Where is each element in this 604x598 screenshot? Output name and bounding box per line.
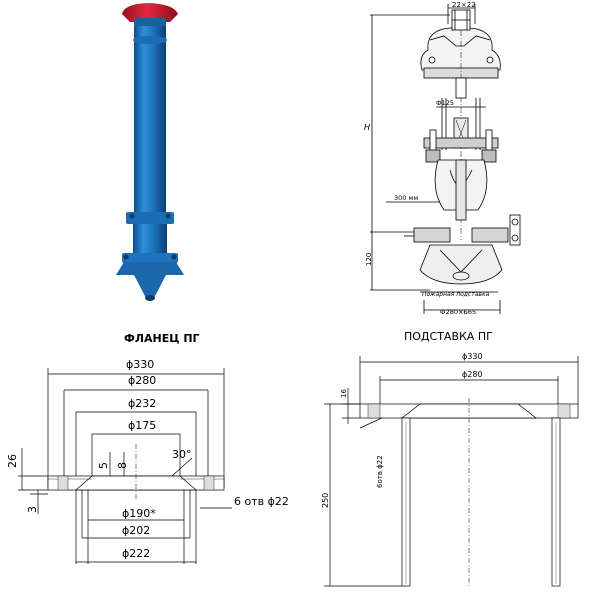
hydrant-section-drawing: 22×22 H 120 Ф125 300 мм Пожарная подстав…	[364, 1, 521, 316]
dim-bore: Ф125	[436, 99, 454, 107]
stand-title: ПОДСТАВКА ПГ	[404, 330, 493, 343]
dim-base-diam: Ф280×Б65	[440, 308, 476, 316]
cap-shape	[122, 3, 178, 22]
flange-title: ФЛАНЕЦ ПГ	[124, 332, 200, 345]
flange-drawing: ϕ330 ϕ280 ϕ232 ϕ175 30° 5 8 26 3 6 отв ϕ…	[6, 358, 289, 564]
flange-d330: ϕ330	[126, 358, 154, 371]
flange-d280: ϕ280	[128, 374, 156, 387]
flange-h3: 3	[26, 506, 39, 513]
flange-holes: 6 отв ϕ22	[234, 495, 289, 508]
flange-d232: ϕ232	[128, 397, 156, 410]
flange-h8: 8	[116, 462, 129, 469]
stand-h250: 250	[321, 493, 330, 508]
hydrant-photo	[116, 3, 184, 301]
dim-height: H	[364, 123, 370, 132]
flange-d175: ϕ175	[128, 419, 156, 432]
stand-holes: 6отв ϕ22	[376, 455, 384, 488]
flange-h26: 26	[6, 454, 19, 468]
dim-top: 22×22	[452, 1, 476, 9]
stand-h16: 16	[340, 389, 348, 398]
label-stand: Пожарная подставка	[422, 291, 490, 298]
stand-drawing: ϕ330 ϕ280 16 6отв ϕ22 250	[321, 352, 579, 588]
flange-d202: ϕ202	[122, 524, 150, 537]
dim-inlet: 300 мм	[394, 194, 418, 202]
stand-d280: ϕ280	[462, 370, 483, 379]
flange-d190: ϕ190*	[122, 507, 156, 520]
stand-d330: ϕ330	[462, 352, 483, 361]
dim-base-height: 120	[365, 253, 373, 266]
flange-d222: ϕ222	[122, 547, 150, 560]
flange-angle: 30°	[172, 448, 192, 461]
flange-h5: 5	[97, 462, 110, 469]
